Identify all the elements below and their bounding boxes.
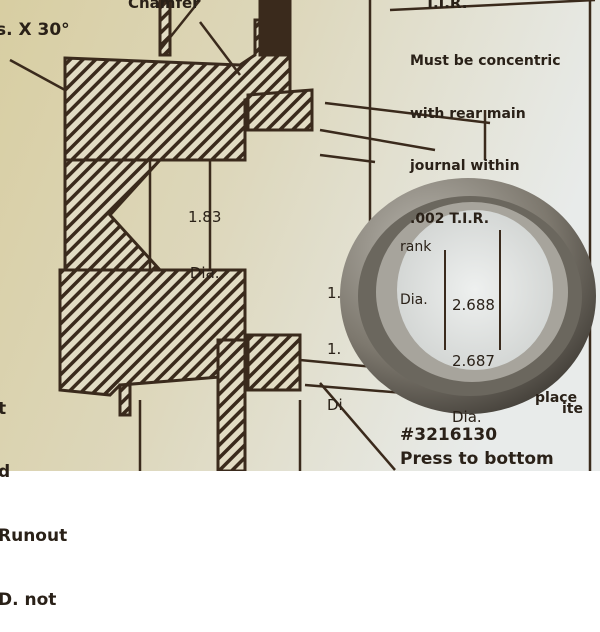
dia-value: 1.83 <box>188 207 222 226</box>
note-line: journal within <box>410 158 520 174</box>
runout-line: d <box>0 462 11 483</box>
dia-max: 2.688 <box>452 295 495 314</box>
chamfer-label: Chamfer <box>128 0 200 12</box>
place-line: ite <box>562 401 583 417</box>
crank-text: rank <box>400 239 432 255</box>
concentric-note: Must be concentric with rear main journa… <box>410 18 561 246</box>
partial-line: Di <box>327 396 343 414</box>
place-label: ite <box>562 366 583 436</box>
crank-dia-label: rank Dia. <box>400 204 431 327</box>
dia-unit: Dia. <box>452 408 482 426</box>
partial-line: 1. <box>327 283 342 302</box>
partial-line: 1. <box>327 339 342 358</box>
press-note: Press to bottom <box>400 449 554 469</box>
dia-2688-label: 2.688 2.687 Dia. <box>452 258 495 446</box>
crank-dia: Dia. <box>400 291 428 308</box>
dia-min: 2.687 <box>452 351 495 370</box>
tir-top-label: T.I.R. <box>425 0 468 12</box>
dia-unit: Dia. <box>189 263 220 282</box>
part-number: #3216130 <box>400 425 498 445</box>
technical-drawing-photo <box>0 0 600 471</box>
runout-note: t d Runout D. not <box>0 356 67 632</box>
note-line: Must be concentric <box>410 53 561 69</box>
angle-label: s. X 30° <box>0 20 70 40</box>
dia-183-label: 1.83 Dia. <box>188 170 221 301</box>
partial-dia-label: 1. 1. Di <box>327 246 343 434</box>
note-line: with rear main <box>410 105 526 122</box>
note-line: .002 T.I.R. <box>410 210 490 227</box>
metal-ring <box>340 178 596 414</box>
runout-line: t <box>0 398 7 419</box>
runout-line: D. not <box>0 589 57 610</box>
runout-line: Runout <box>0 526 68 546</box>
place-label-2: place <box>535 390 578 406</box>
cross-section <box>58 0 314 471</box>
